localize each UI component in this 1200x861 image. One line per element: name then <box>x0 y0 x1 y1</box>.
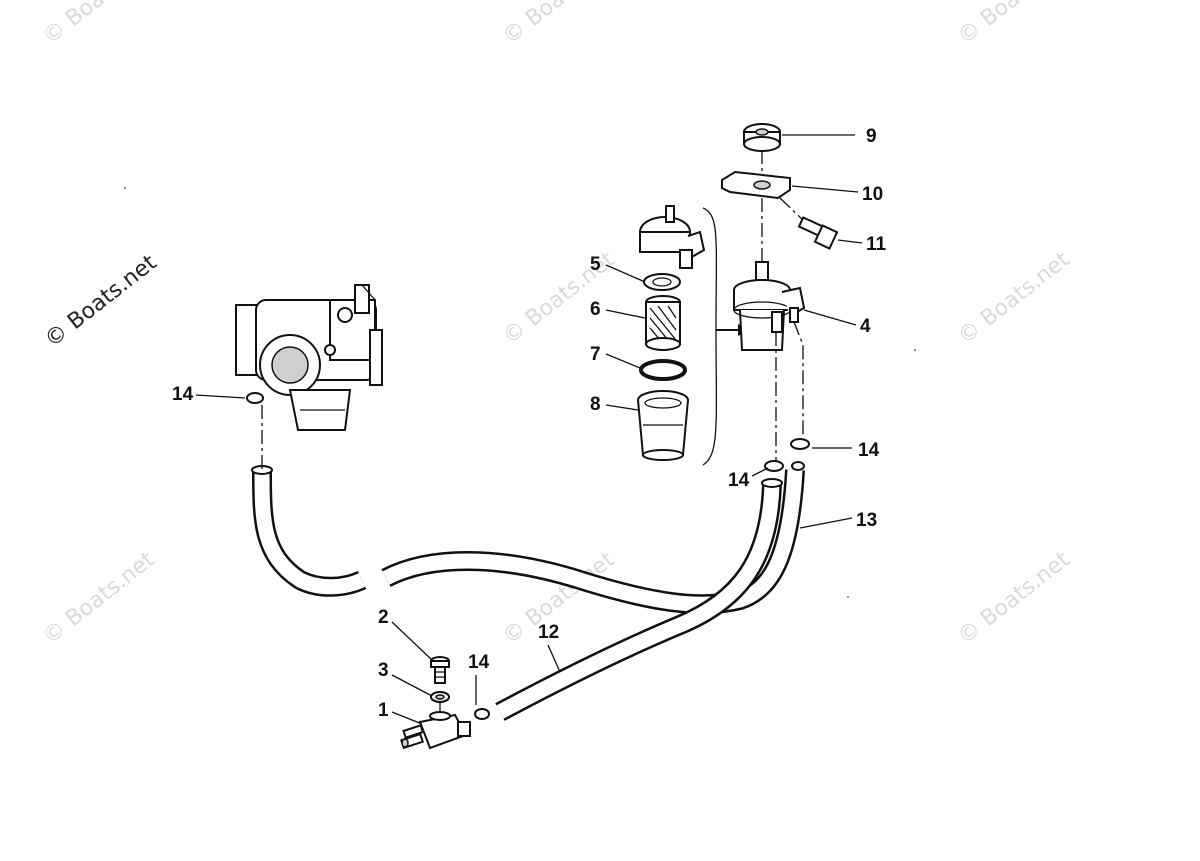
scan-speck <box>124 187 126 189</box>
callout-label: 1 <box>378 700 389 721</box>
callout-14-connector: 14 <box>468 652 490 720</box>
callout-label: 7 <box>590 344 601 365</box>
hose-end-icon <box>761 478 783 488</box>
callout-11: 11 <box>797 216 887 255</box>
callout-2: 2 <box>378 607 450 684</box>
callout-14-carb: 14 <box>172 384 264 405</box>
hose-clamp-icon <box>246 392 264 404</box>
assembly-bracket-brace <box>702 207 718 466</box>
callout-4: 4 <box>733 261 871 351</box>
fuel-connector-icon <box>399 711 471 750</box>
callout-label: 13 <box>856 510 877 531</box>
callout-label: 6 <box>590 299 601 320</box>
watermark: © Boats.net <box>953 547 1074 650</box>
gasket-icon <box>643 273 681 291</box>
callout-label: 5 <box>590 254 601 275</box>
fuel-pump-icon <box>639 205 706 269</box>
assembly-centerline <box>793 321 804 435</box>
callout-14-filter-left: 14 <box>728 460 805 491</box>
callout-8: 8 <box>590 390 689 461</box>
carburetor-icon <box>235 284 383 431</box>
scan-speck <box>914 349 916 351</box>
callout-label: 4 <box>860 316 871 337</box>
watermark: © Boats.net <box>38 547 159 650</box>
callout-13: 13 <box>799 510 877 531</box>
watermark: © Boats.net <box>498 247 619 350</box>
callout-label: 2 <box>378 607 389 628</box>
callout-label: 14 <box>172 384 194 405</box>
hose-clamp-icon <box>474 708 490 720</box>
scan-speck <box>847 596 849 598</box>
callout-label: 10 <box>862 184 883 205</box>
callout-6: 6 <box>590 295 681 351</box>
watermark-main: © Boats.net <box>40 250 161 353</box>
fuel-hose-icon <box>251 465 805 721</box>
o-ring-icon <box>639 359 687 381</box>
watermark: © Boats.net <box>38 0 159 50</box>
watermark: © Boats.net <box>498 0 619 50</box>
filter-element-icon <box>645 295 681 351</box>
callout-10: 10 <box>721 170 883 205</box>
callout-5: 5 <box>590 254 681 291</box>
watermark-layer: © Boats.net © Boats.net © Boats.net © Bo… <box>38 0 1074 650</box>
callout-7: 7 <box>590 344 687 381</box>
hose-clamp-icon <box>791 461 805 471</box>
callout-label: 12 <box>538 622 559 643</box>
screw-icon <box>430 656 450 684</box>
filter-bowl-icon <box>637 390 689 461</box>
callout-label: 11 <box>866 234 887 255</box>
assembly-centerline <box>779 197 806 223</box>
callout-label: 14 <box>858 440 880 461</box>
callout-label: 14 <box>728 470 750 491</box>
callout-12: 12 <box>538 622 561 673</box>
callout-label: 9 <box>866 126 877 147</box>
fuel-filter-icon <box>733 261 806 351</box>
callout-9: 9 <box>743 123 877 152</box>
hose-clamp-icon <box>790 438 810 450</box>
callout-label: 8 <box>590 394 601 415</box>
watermark: © Boats.net <box>953 0 1074 50</box>
callout-14-filter-right: 14 <box>790 438 880 461</box>
bolt-icon <box>797 216 839 250</box>
callout-label: 14 <box>468 652 490 673</box>
hose-clamp-icon <box>764 460 784 472</box>
watermark: © Boats.net <box>953 247 1074 350</box>
callout-1: 1 <box>378 700 471 750</box>
callout-label: 3 <box>378 660 389 681</box>
